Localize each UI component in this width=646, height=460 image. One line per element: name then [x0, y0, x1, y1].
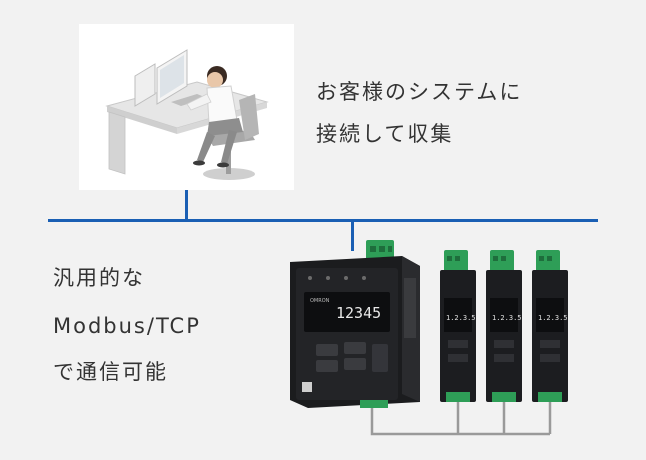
device-group: 12345 OMRON 1.2.3.5	[280, 236, 600, 446]
office-worker-photo	[79, 24, 294, 190]
module-2-display: 1.2.3.5	[492, 314, 522, 322]
left-caption-line2: Modbus/TCP	[53, 314, 201, 338]
module-1-display: 1.2.3.5	[446, 314, 476, 322]
main-unit-display	[304, 292, 390, 332]
top-caption-line2: 接続して収集	[316, 122, 454, 146]
left-caption-line3: で通信可能	[53, 360, 168, 384]
left-caption-line1: 汎用的な	[53, 266, 145, 290]
person-shirt	[206, 85, 238, 125]
module-2: 1.2.3.5	[486, 250, 522, 402]
office-illustration	[105, 49, 269, 180]
module-3: 1.2.3.5	[532, 250, 568, 402]
network-bus-line	[48, 219, 598, 222]
chair-back	[239, 94, 259, 140]
main-unit: 12345 OMRON	[290, 240, 420, 408]
interconnect-wire	[370, 408, 550, 436]
module-3-display: 1.2.3.5	[538, 314, 568, 322]
desk-edge	[107, 106, 177, 134]
main-unit-display-value: 12345	[336, 304, 381, 322]
top-caption-line1: お客様のシステムに	[316, 80, 523, 104]
network-drop-device	[351, 221, 354, 251]
main-unit-brand: OMRON	[310, 298, 330, 304]
devices-illustration: 12345 OMRON 1.2.3.5	[290, 240, 568, 436]
network-drop-computer	[185, 190, 188, 220]
module-1: 1.2.3.5	[440, 250, 476, 402]
